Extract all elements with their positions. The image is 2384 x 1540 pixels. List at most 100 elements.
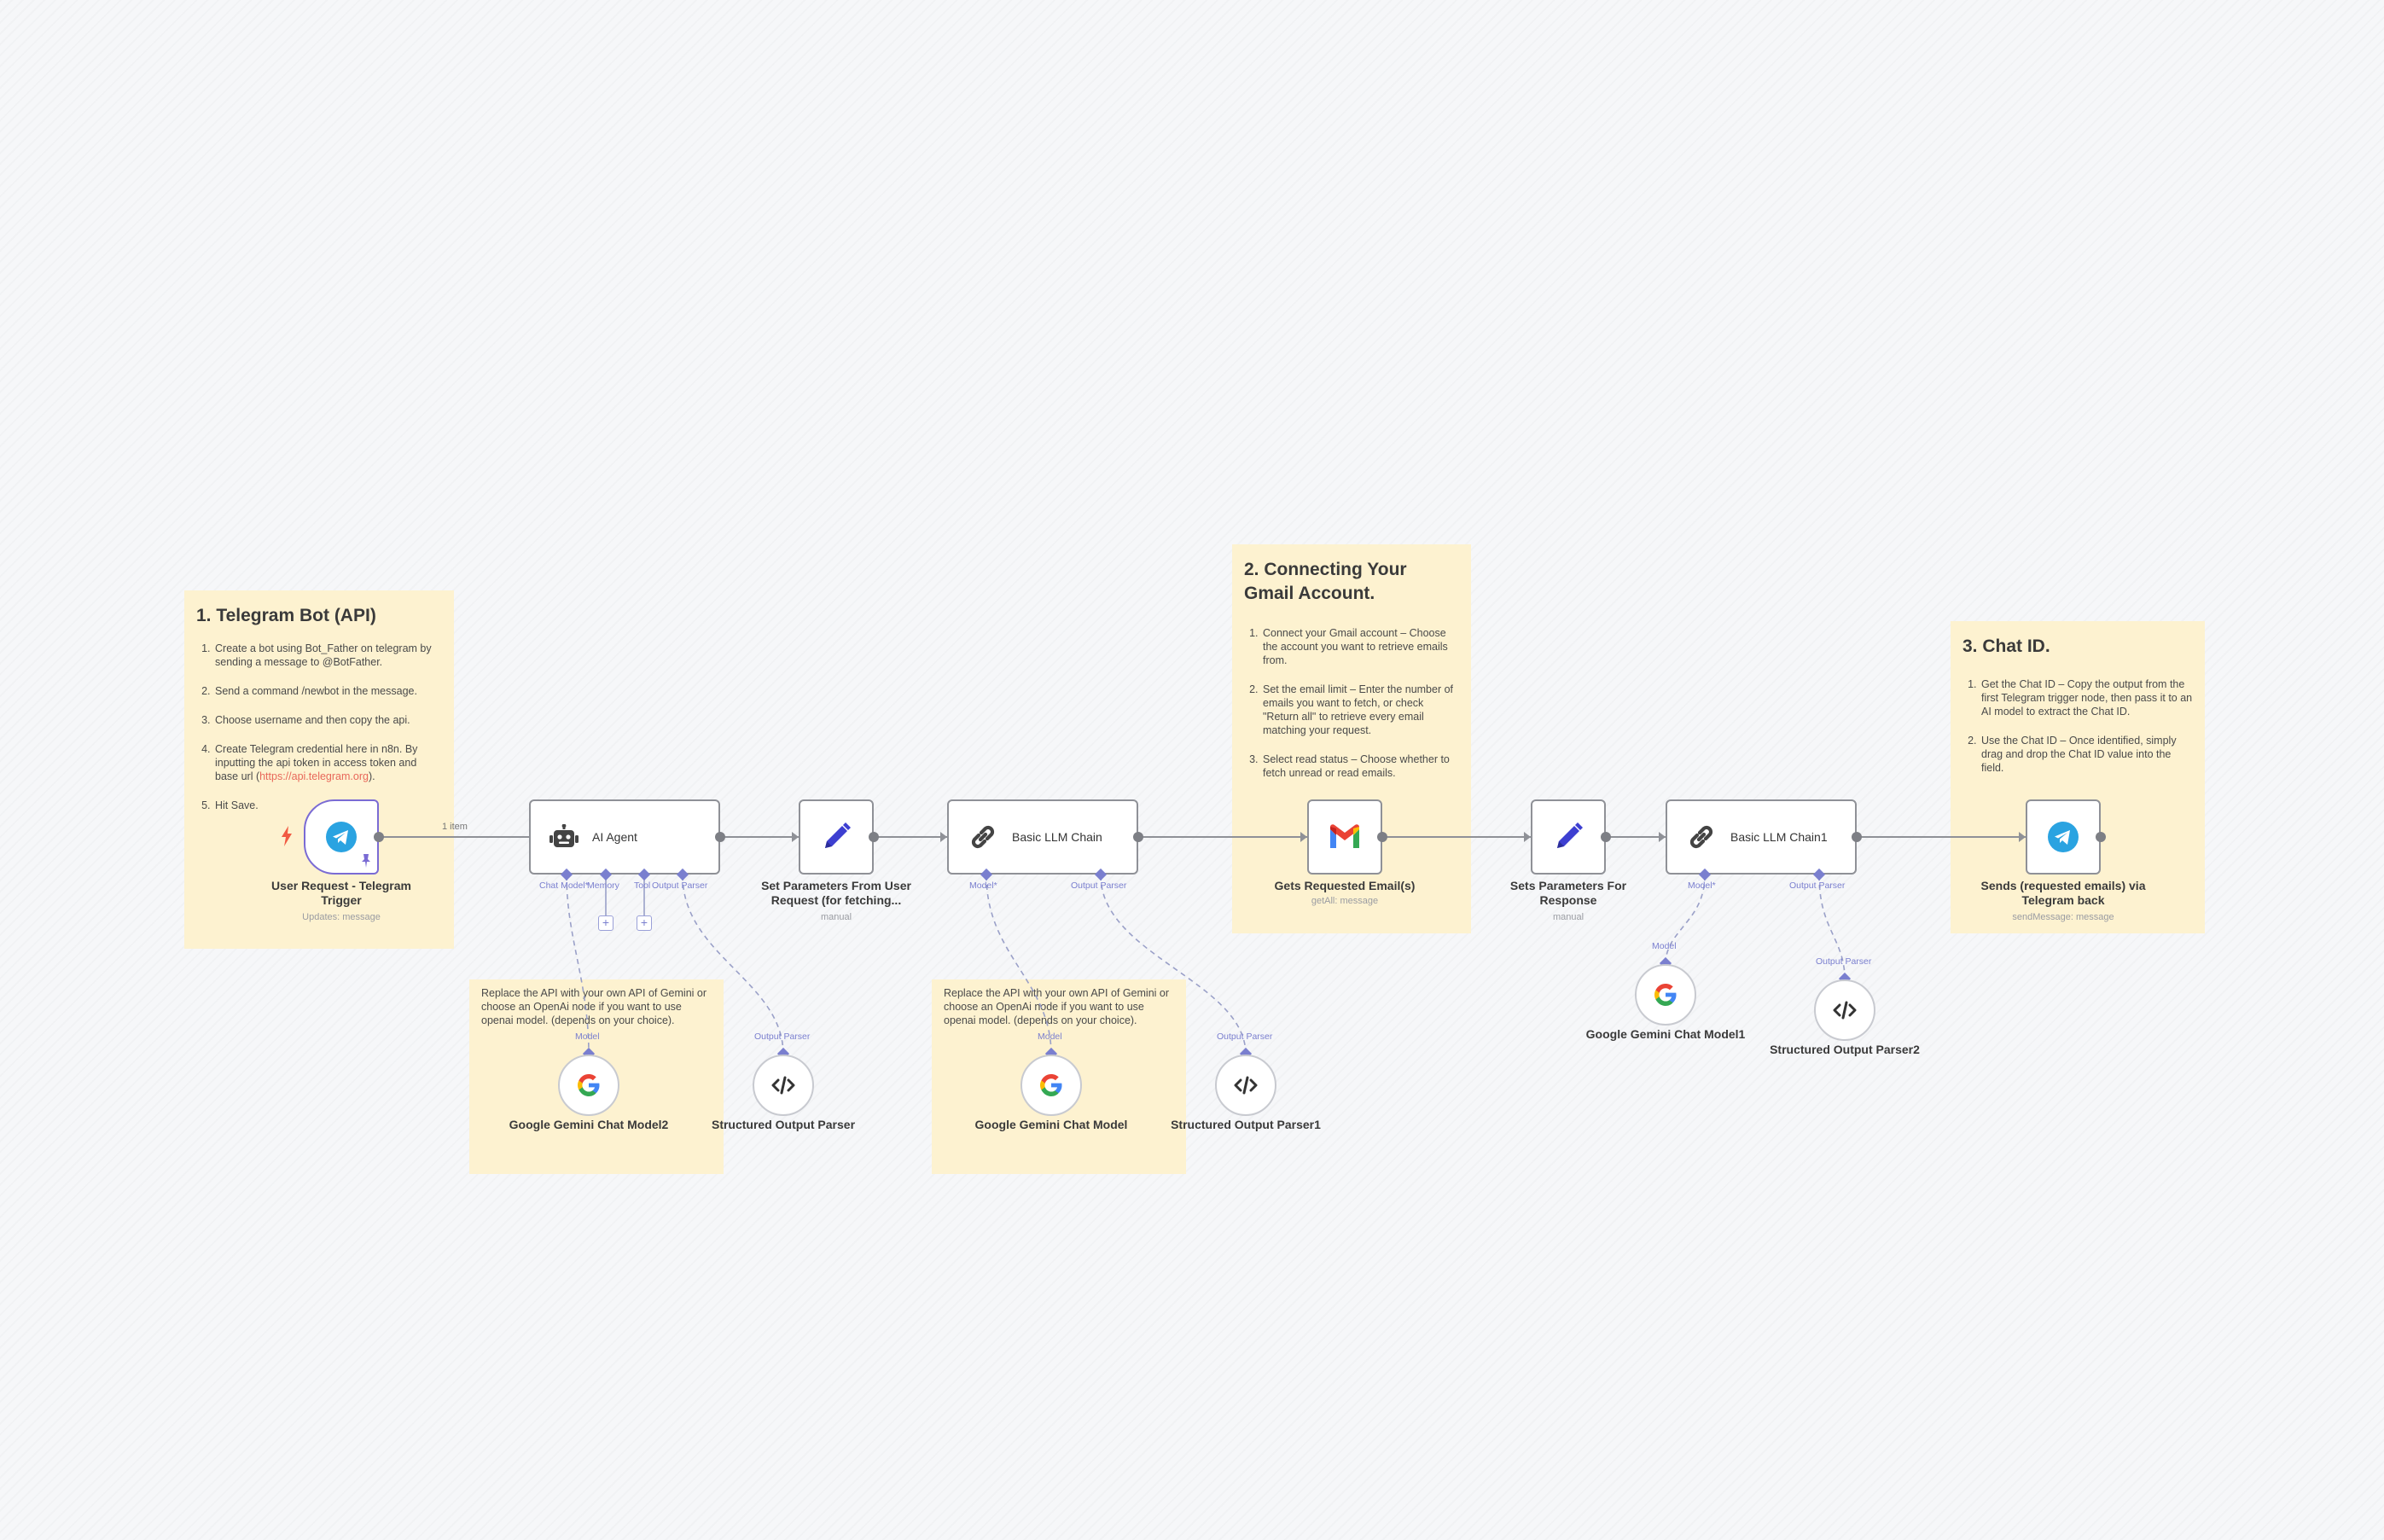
node-subtitle: getAll: message <box>1311 896 1379 906</box>
sticky-note-chat-id[interactable]: 3. Chat ID. Get the Chat ID – Copy the o… <box>1951 621 2205 933</box>
sticky-step: Choose username and then copy the api. <box>213 713 442 727</box>
node-set-parameters-response[interactable] <box>1531 799 1606 875</box>
arrow-head <box>1659 832 1666 842</box>
node-title: Set Parameters From User Request (for fe… <box>761 879 911 907</box>
port-label: Output Parser <box>1071 880 1127 891</box>
node-label: AI Agent <box>592 830 637 844</box>
subnode-title: Google Gemini Chat Model2 <box>509 1118 669 1131</box>
code-icon <box>1234 1076 1258 1095</box>
arrow-head <box>1524 832 1531 842</box>
sticky-note-telegram-bot[interactable]: 1. Telegram Bot (API) Create a bot using… <box>184 590 454 949</box>
arrow-head <box>792 832 799 842</box>
pencil-icon <box>1557 822 1583 848</box>
output-handle[interactable] <box>1852 832 1862 842</box>
arrow-head <box>940 832 947 842</box>
subnode-title: Structured Output Parser <box>711 1118 856 1131</box>
node-telegram-trigger[interactable] <box>304 799 379 875</box>
add-tool-button[interactable]: + <box>637 915 652 931</box>
port-label: Tool <box>634 880 651 891</box>
google-icon <box>1040 1074 1062 1096</box>
subnode-gemini-model[interactable] <box>1020 1055 1082 1116</box>
node-subtitle: sendMessage: message <box>2012 912 2114 922</box>
port-label: Model* <box>1688 880 1716 891</box>
port-label: Model <box>1038 1032 1062 1042</box>
sticky-step-suffix: ). <box>368 770 375 782</box>
node-title: Sends (requested emails) via Telegram ba… <box>1980 879 2146 907</box>
output-handle[interactable] <box>374 832 384 842</box>
subnode-gemini-model1[interactable] <box>1635 964 1696 1026</box>
sticky-step: Hit Save. <box>213 799 442 812</box>
output-handle[interactable] <box>2096 832 2106 842</box>
port-label: Chat Model* <box>539 880 589 891</box>
sticky-text: Replace the API with your own API of Gem… <box>944 987 1170 1026</box>
port-label: Output Parser <box>1789 880 1846 891</box>
sticky-text: Replace the API with your own API of Gem… <box>481 987 707 1026</box>
port-label: Output Parser <box>1816 956 1872 967</box>
port-label: Output Parser <box>652 880 708 891</box>
port-label: Model* <box>969 880 997 891</box>
subnode-title: Structured Output Parser1 <box>1171 1118 1321 1131</box>
pencil-icon <box>825 822 851 848</box>
telegram-api-link[interactable]: https://api.telegram.org <box>259 770 369 782</box>
output-handle[interactable] <box>1601 832 1611 842</box>
node-title: Sets Parameters For Response <box>1509 879 1627 907</box>
edge-item-count: 1 item <box>442 822 468 832</box>
sticky-step: Create a bot using Bot_Father on telegra… <box>213 642 442 669</box>
sticky-step: Get the Chat ID – Copy the output from t… <box>1980 677 2193 718</box>
google-icon <box>1654 984 1677 1006</box>
node-set-parameters-request[interactable] <box>799 799 874 875</box>
subnode-title: Structured Output Parser2 <box>1770 1043 1920 1056</box>
sticky-steps: Create a bot using Bot_Father on telegra… <box>196 642 442 812</box>
sticky-title: 2. Connecting Your Gmail Account. <box>1244 560 1407 603</box>
port-label: Model <box>1652 941 1677 951</box>
subnode-structured-output-parser1[interactable] <box>1215 1055 1276 1116</box>
sticky-note-replace-api-1[interactable]: Replace the API with your own API of Gem… <box>469 979 724 1174</box>
sticky-step: Set the email limit – Enter the number o… <box>1261 683 1459 737</box>
subnode-gemini-model2[interactable] <box>558 1055 619 1116</box>
node-subtitle: manual <box>820 912 852 922</box>
sticky-step: Connect your Gmail account – Choose the … <box>1261 626 1459 667</box>
sticky-step: Use the Chat ID – Once identified, simpl… <box>1980 734 2193 775</box>
output-handle[interactable] <box>1377 832 1387 842</box>
node-subtitle: Updates: message <box>302 912 381 922</box>
sticky-step: Select read status – Choose whether to f… <box>1261 753 1459 780</box>
output-handle[interactable] <box>715 832 725 842</box>
port-label: Output Parser <box>1217 1032 1273 1042</box>
sticky-note-gmail[interactable]: 2. Connecting Your Gmail Account. Connec… <box>1232 544 1471 933</box>
subnode-title: Google Gemini Chat Model <box>974 1118 1128 1131</box>
port-label: Output Parser <box>754 1032 811 1042</box>
telegram-icon <box>2048 822 2079 852</box>
port-label: Memory <box>587 880 619 891</box>
sticky-steps: Get the Chat ID – Copy the output from t… <box>1962 677 2193 775</box>
sticky-step-text: Create Telegram credential here in n8n. … <box>215 743 418 782</box>
port-label: Model <box>575 1032 600 1042</box>
output-handle[interactable] <box>1133 832 1143 842</box>
code-icon <box>1833 1001 1857 1020</box>
sticky-steps: Connect your Gmail account – Choose the … <box>1244 626 1459 780</box>
robot-icon <box>549 824 579 847</box>
subnode-structured-output-parser2[interactable] <box>1814 979 1875 1041</box>
node-label: Basic LLM Chain <box>1012 830 1102 844</box>
node-subtitle: manual <box>1552 912 1584 922</box>
sticky-step: Create Telegram credential here in n8n. … <box>213 742 442 783</box>
telegram-icon <box>326 822 357 852</box>
google-icon <box>578 1074 600 1096</box>
node-telegram-send[interactable] <box>2026 799 2101 875</box>
pin-icon <box>362 854 370 868</box>
output-handle[interactable] <box>869 832 879 842</box>
link-icon <box>971 825 995 849</box>
trigger-bolt-icon <box>282 826 292 846</box>
sticky-title: 1. Telegram Bot (API) <box>196 606 376 625</box>
node-ai-agent[interactable]: AI Agent <box>529 799 720 875</box>
node-basic-llm-chain[interactable]: Basic LLM Chain <box>947 799 1138 875</box>
link-icon <box>1689 825 1713 849</box>
node-basic-llm-chain1[interactable]: Basic LLM Chain1 <box>1666 799 1857 875</box>
subnode-title: Google Gemini Chat Model1 <box>1585 1027 1746 1041</box>
subnode-structured-output-parser[interactable] <box>753 1055 814 1116</box>
sticky-step: Send a command /newbot in the message. <box>213 684 442 698</box>
node-label: Basic LLM Chain1 <box>1730 830 1828 844</box>
node-title: User Request - Telegram Trigger <box>271 879 411 907</box>
node-gmail[interactable] <box>1307 799 1382 875</box>
add-memory-button[interactable]: + <box>598 915 613 931</box>
